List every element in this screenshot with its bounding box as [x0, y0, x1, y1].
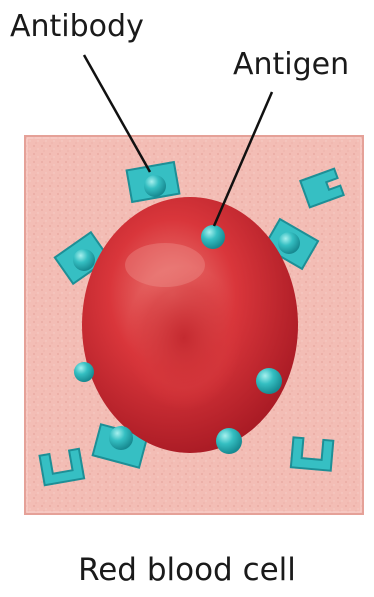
- antigen-icon: [144, 175, 166, 197]
- antigen-icon: [109, 426, 133, 450]
- antigen-icon: [256, 368, 282, 394]
- antigen-icon: [216, 428, 242, 454]
- antigen-icon: [73, 249, 95, 271]
- antigen-icon: [74, 362, 94, 382]
- antigen-icon: [278, 232, 300, 254]
- red-blood-cell: [82, 197, 298, 453]
- diagram-caption: Red blood cell: [0, 555, 374, 586]
- antigen-icon: [201, 225, 225, 249]
